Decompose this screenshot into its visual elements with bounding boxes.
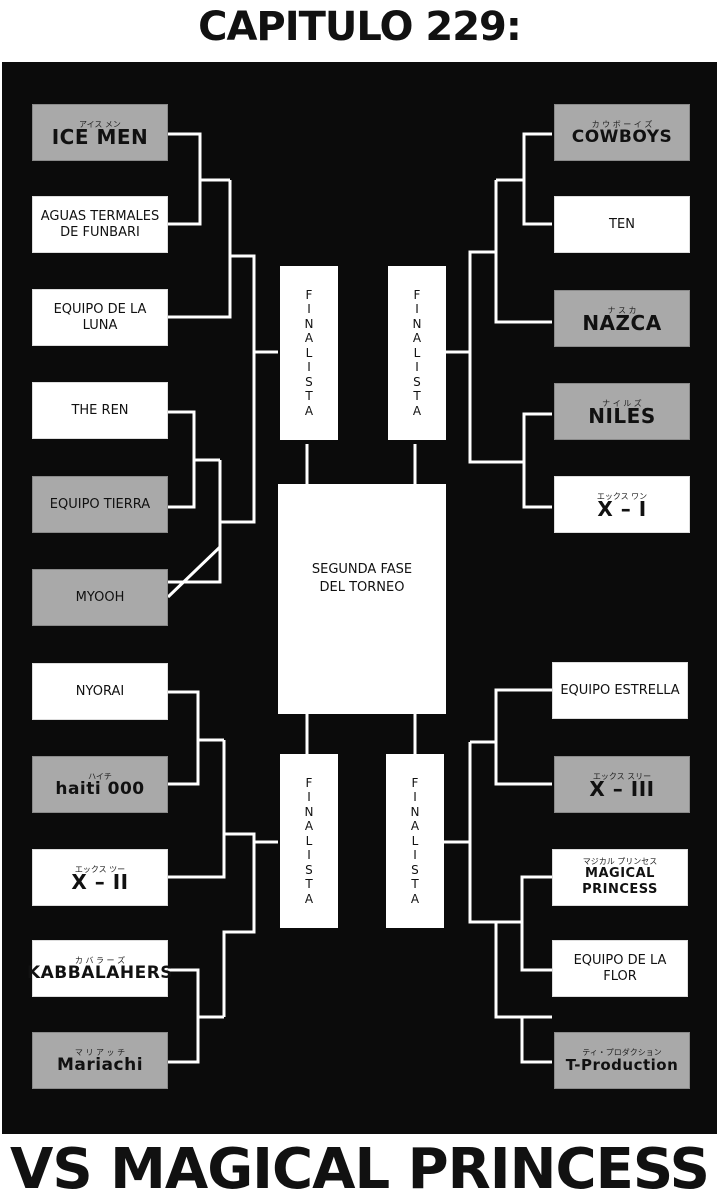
ruby-tag: エックス スリー <box>592 772 652 781</box>
team-name: EQUIPO ESTRELLA <box>560 682 680 698</box>
team-name: NYORAI <box>75 683 125 699</box>
ruby-tag: マ リ ア ッ チ <box>74 1048 126 1057</box>
team-name: MYOOH <box>75 589 125 605</box>
team-myooh: MYOOH <box>32 569 168 626</box>
ruby-tag: ハイチ <box>88 772 112 781</box>
team-equipo-flor: EQUIPO DE LA FLOR <box>552 940 688 997</box>
team-aguas-termales: AGUAS TERMALES DE FUNBARI <box>32 196 168 253</box>
team-name: EQUIPO DE LA FLOR <box>573 952 667 984</box>
team-name: X – III <box>589 777 655 801</box>
ruby-tag: カ ウ ボ ー イ ズ <box>591 120 653 129</box>
ruby-tag: カ バ ラ ー ズ <box>74 956 126 965</box>
team-name: ICE MEN <box>51 125 149 149</box>
team-name: KABBALAHERS <box>26 963 174 983</box>
ruby-tag: マジカル プリンセス <box>582 857 658 866</box>
team-nyorai: NYORAI <box>32 663 168 720</box>
team-name: haiti 000 <box>55 779 145 799</box>
team-ten: TEN <box>554 196 690 253</box>
ruby-tag: ティ・プロダクション <box>582 1048 662 1057</box>
episode-title: VS MAGICAL PRINCESS <box>9 1137 710 1202</box>
bracket-lines <box>166 132 552 1064</box>
team-name: TEN <box>609 216 635 232</box>
ruby-tag: エックス ツー <box>74 865 126 874</box>
chapter-title: CAPITULO 229: <box>198 4 522 50</box>
team-equipo-luna: EQUIPO DE LA LUNA <box>32 289 168 346</box>
team-equipo-estrella: EQUIPO ESTRELLA <box>552 662 688 719</box>
team-name: Mariachi <box>56 1055 144 1075</box>
ruby-tag: ナ ス カ <box>607 306 637 315</box>
team-name: MAGICAL PRINCESS <box>582 866 658 897</box>
team-equipo-tierra: EQUIPO TIERRA <box>32 476 168 533</box>
team-name: X – I <box>597 497 647 521</box>
team-name: EQUIPO TIERRA <box>49 496 151 512</box>
center-stage-box: SEGUNDA FASE DEL TORNEO <box>278 484 446 714</box>
ruby-tag: アイス メン <box>79 120 121 129</box>
team-name: X – II <box>71 870 129 894</box>
team-name: T-Production <box>565 1056 679 1074</box>
team-name: EQUIPO DE LA LUNA <box>53 301 147 333</box>
team-name: THE REN <box>71 402 129 418</box>
team-name: NILES <box>588 404 656 428</box>
ruby-tag: ナ イ ル ズ <box>602 399 642 408</box>
team-name: NAZCA <box>582 311 662 335</box>
team-name: COWBOYS <box>571 127 673 147</box>
team-name: AGUAS TERMALES DE FUNBARI <box>40 208 160 240</box>
ruby-tag: エックス ワン <box>596 492 648 501</box>
center-stage-label: SEGUNDA FASE DEL TORNEO <box>311 562 413 595</box>
team-the-ren: THE REN <box>32 382 168 439</box>
